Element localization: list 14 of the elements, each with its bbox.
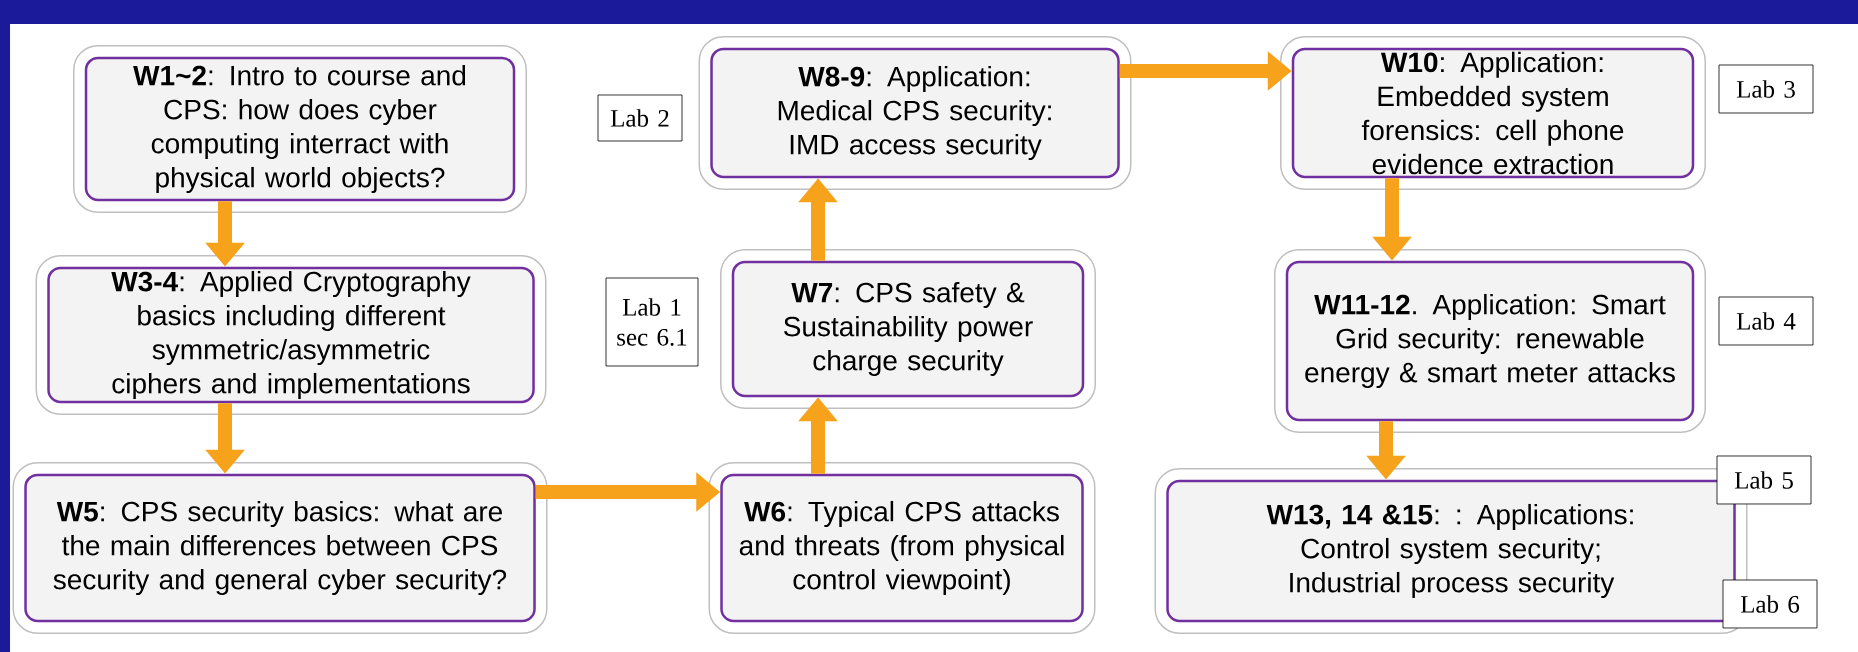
process-box: W1~2: Intro to course and CPS: how does cyber computing interract with physical world objects? xyxy=(73,45,527,213)
lab-tag: Lab 1 sec 6.1 xyxy=(605,277,699,367)
lab-tag: Lab 6 xyxy=(1722,579,1818,629)
lab-tag: Lab 4 xyxy=(1718,296,1814,346)
lab-tag: Lab 2 xyxy=(597,94,683,142)
process-box: W3-4: Applied Cryptography basics including different symmetric/asymmetric ciphers and implementations xyxy=(35,255,547,415)
process-box: W11-12. Application: Smart Grid security: renewable energy & smart meter attacks xyxy=(1274,249,1706,433)
process-box: W8-9: Application: Medical CPS security: IMD access security xyxy=(698,36,1132,190)
process-box: W10: Application: Embedded system forensics: cell phone evidence extraction xyxy=(1280,36,1706,190)
process-box: W5: CPS security basics: what are the main differences between CPS security and general cyber security? xyxy=(12,462,548,634)
process-box: W6: Typical CPS attacks and threats (from physical control viewpoint) xyxy=(708,462,1096,634)
lab-tag: Lab 5 xyxy=(1716,455,1812,505)
lab-tag: Lab 3 xyxy=(1718,64,1814,114)
process-box: W7: CPS safety & Sustainability power charge security xyxy=(720,249,1096,409)
